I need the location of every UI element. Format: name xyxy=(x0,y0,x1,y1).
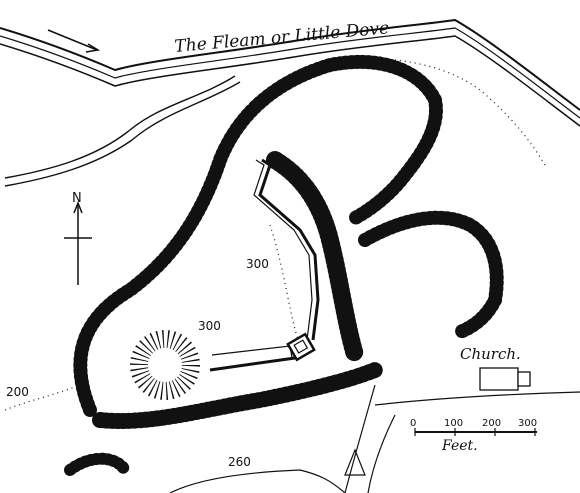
motte xyxy=(130,330,200,400)
scale-tick-0: 0 xyxy=(410,418,416,429)
stream xyxy=(4,75,241,187)
scale-tick-100: 100 xyxy=(444,418,463,429)
church-icon xyxy=(479,367,531,391)
hachures xyxy=(64,55,504,476)
north-label: N xyxy=(72,191,82,206)
scale-tick-300: 300 xyxy=(518,418,537,429)
roads xyxy=(169,384,580,493)
scale-bar: 0 100 200 300 Feet. xyxy=(410,418,537,454)
keep xyxy=(286,332,316,362)
church-label: Church. xyxy=(460,345,521,363)
flow-arrow-icon xyxy=(47,29,101,53)
castle-walls xyxy=(209,158,320,372)
contour-label-300-a: 300 xyxy=(246,257,269,271)
contour-label-300-b: 300 xyxy=(198,319,221,333)
contour-label-200: 200 xyxy=(6,385,29,399)
contours xyxy=(4,57,546,411)
scale-tick-200: 200 xyxy=(482,418,501,429)
north-arrow-icon xyxy=(64,200,92,285)
scale-unit-label: Feet. xyxy=(441,438,478,454)
contour-label-260: 260 xyxy=(228,455,251,469)
river xyxy=(0,18,580,127)
